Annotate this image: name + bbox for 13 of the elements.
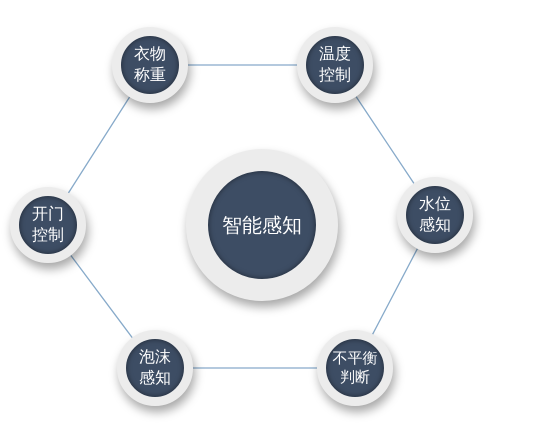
connector-line — [188, 64, 297, 66]
connector-line — [193, 367, 317, 369]
circle-node: 开门控制 — [10, 187, 86, 263]
circle-node: 不平衡判断 — [317, 330, 393, 406]
connector-line — [70, 255, 133, 338]
circle-node: 衣物称重 — [112, 27, 188, 103]
circle-node: 水位感知 — [397, 177, 473, 253]
connector-line — [356, 96, 414, 184]
center-circle: 智能感知 — [186, 149, 338, 301]
connector-line — [372, 248, 418, 335]
circle-node: 泡沫感知 — [117, 330, 193, 406]
circle-node: 温度控制 — [297, 27, 373, 103]
connector-line — [68, 96, 130, 194]
